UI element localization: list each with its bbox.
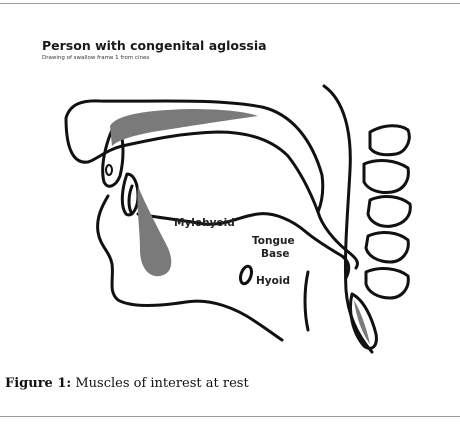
caption-text: Muscles of interest at rest	[71, 376, 249, 391]
figure-title: Person with congenital aglossia	[42, 38, 267, 53]
chin-mandible	[96, 194, 284, 342]
hyoid-bone	[238, 264, 254, 286]
label-hyoid: Hyoid	[256, 275, 290, 287]
vertebra-5	[364, 267, 410, 300]
caption-number: Figure 1:	[5, 376, 72, 391]
mylohyoid-muscle-shade	[137, 186, 172, 277]
posterior-wall	[322, 84, 374, 354]
label-tongue-line2: Base	[261, 248, 290, 260]
figure-subtitle: Drawing of swallow frame 1 from cines	[42, 55, 150, 61]
vertebra-1	[368, 124, 411, 157]
larynx	[349, 292, 378, 350]
pharynx-line	[316, 210, 360, 270]
figure-caption: Figure 1: Muscles of interest at rest	[5, 376, 249, 391]
vertebra-4	[364, 231, 410, 264]
lower-incisor-1	[120, 172, 140, 217]
lower-incisor-2	[127, 184, 134, 216]
label-mylohyoid: Mylohyoid	[174, 217, 235, 229]
larynx-shade	[354, 300, 370, 344]
bottom-rule	[0, 416, 460, 417]
top-rule	[0, 3, 460, 4]
upper-incisor	[101, 128, 125, 188]
palate-outline	[64, 99, 325, 214]
vertebra-2	[362, 159, 410, 194]
label-tongue-line1: Tongue	[252, 235, 295, 247]
tongue-base-contour	[136, 212, 351, 280]
vertebra-3	[366, 195, 412, 228]
palate-muscle-shade	[110, 109, 258, 146]
pharynx-lower	[303, 270, 310, 332]
incisor-root	[105, 164, 113, 176]
